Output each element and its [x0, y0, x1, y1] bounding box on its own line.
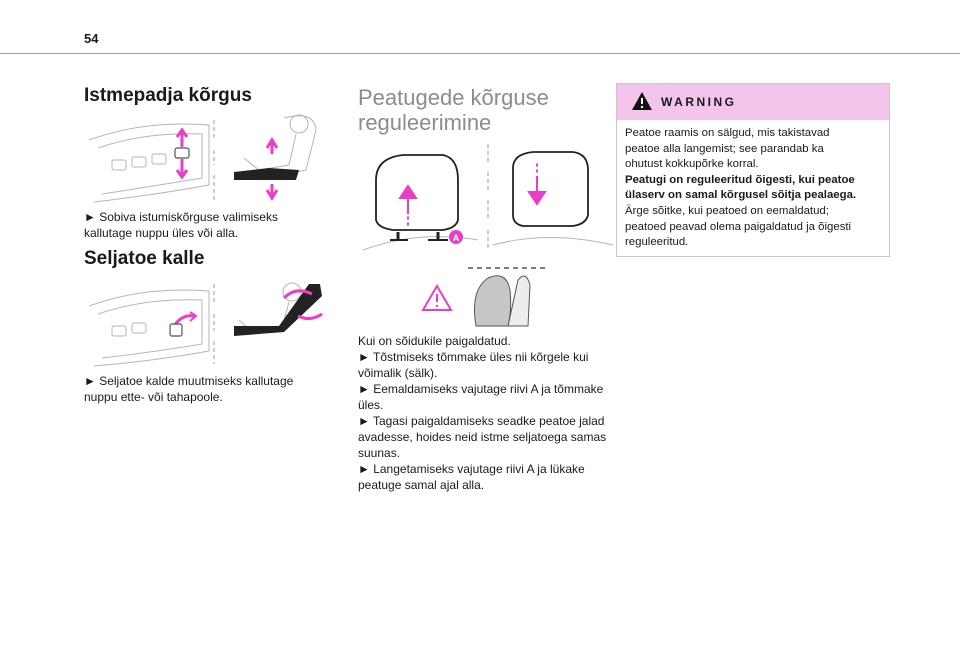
warning-line: reguleeritud.: [625, 236, 689, 249]
label-a: A: [453, 233, 460, 243]
headrest-line: võimalik (sälk).: [358, 366, 438, 380]
seat-height-text: ► Sobiva istumiskõrguse valimiseks kallu…: [84, 210, 278, 240]
headrest-line: ► Tagasi paigaldamiseks seadke peatoe ja…: [358, 414, 605, 428]
warning-bold-line: Peatugi on reguleeritud õigesti, kui pea…: [625, 173, 855, 186]
warning-box: WARNING Peatoe raamis on sälgud, mis tak…: [616, 83, 890, 257]
warning-bold-line: ülaserv on samal kõrgusel sõitja pealaeg…: [625, 189, 857, 202]
headrest-line: avadesse, hoides neid istme seljatoega s…: [358, 430, 607, 444]
headrest-line: üles.: [358, 398, 384, 412]
heading-seat-height: Istmepadja kõrgus: [84, 85, 252, 106]
warning-line: ohutust kokkupõrke korral.: [625, 158, 759, 171]
warning-line: Ärge sõitke, kui peatoed on eemaldatud;: [625, 204, 829, 217]
headrest-illustration: A: [362, 144, 614, 327]
headrest-line: suunas.: [358, 446, 401, 460]
warning-title: WARNING: [661, 95, 737, 109]
headrest-line: peatuge samal ajal alla.: [358, 478, 485, 492]
heading-headrest: Peatugede kõrguse reguleerimine: [358, 85, 549, 135]
warning-line: peatoe alla langemist; see parandab ka: [625, 142, 824, 155]
page-number: 54: [84, 31, 99, 46]
backrest-angle-text: ► Seljatoe kalde muutmiseks kallutage nu…: [84, 374, 294, 404]
headrest-line: ► Langetamiseks vajutage riivi A ja lüka…: [358, 462, 585, 476]
warning-line: peatoed peavad olema paigaldatud ja õige…: [625, 220, 852, 233]
seat-height-illustration: [88, 114, 317, 203]
warning-body: Peatoe raamis on sälgud, mis takistavad …: [625, 126, 883, 251]
headrest-line: Kui on sõidukile paigaldatud.: [358, 334, 511, 348]
header-rule: [0, 53, 960, 54]
backrest-angle-illustration: [88, 282, 323, 367]
warning-header: WARNING: [617, 84, 889, 120]
heading-backrest-angle: Seljatoe kalle: [84, 248, 205, 269]
headrest-line: ► Eemaldamiseks vajutage riivi A ja tõmm…: [358, 382, 604, 396]
warning-line: Peatoe raamis on sälgud, mis takistavad: [625, 127, 830, 139]
heading-headrest-line1: Peatugede kõrguse: [358, 85, 549, 110]
heading-headrest-line2: reguleerimine: [358, 110, 492, 135]
headrest-line: ► Tõstmiseks tõmmake üles nii kõrgele ku…: [358, 350, 589, 364]
warning-triangle-icon: [632, 92, 652, 110]
headrest-text: Kui on sõidukile paigaldatud. ► Tõstmise…: [358, 333, 608, 493]
